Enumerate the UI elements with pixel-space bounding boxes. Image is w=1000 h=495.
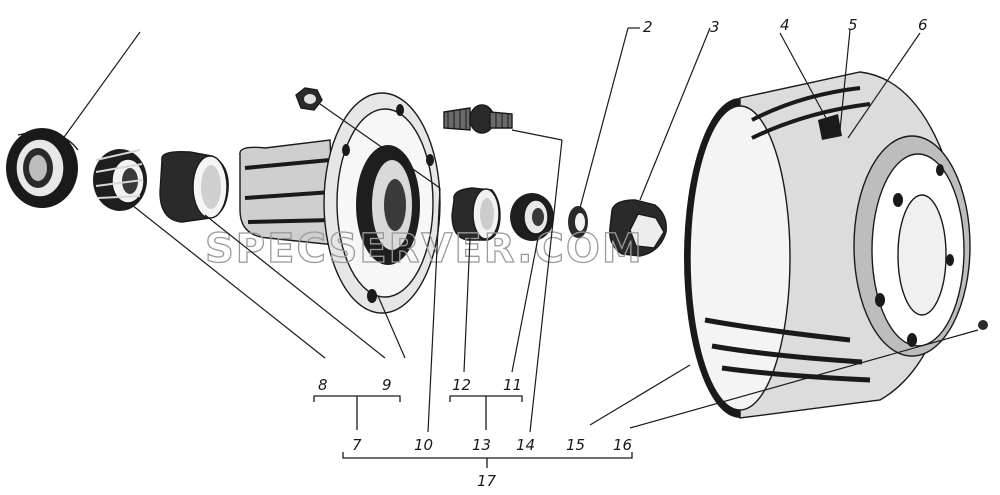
- callout-15: 15: [566, 436, 585, 454]
- washer-part: [568, 206, 588, 238]
- callout-2: 2: [643, 18, 653, 36]
- inner-race-part-12: [451, 187, 501, 241]
- callout-numbers: 2 3 4 5 6 8 9 12 11 7 10 13 14 15 16 17: [318, 16, 928, 490]
- hub-flange-part-10: [239, 92, 441, 314]
- bearing-race-part-9: [159, 150, 229, 223]
- callout-8: 8: [318, 376, 328, 394]
- callout-13: 13: [472, 436, 491, 454]
- callout-7: 7: [352, 436, 362, 454]
- brake-drum-part-15: [684, 71, 971, 419]
- seal-cup-part: [6, 128, 79, 208]
- callout-6: 6: [918, 16, 928, 34]
- callout-12: 12: [452, 376, 471, 394]
- leader-lines: [61, 27, 979, 433]
- hex-nut-part: [295, 87, 323, 111]
- callout-11: 11: [503, 376, 522, 394]
- callout-3: 3: [710, 18, 720, 36]
- wheel-stud-part-14: [443, 104, 513, 134]
- castle-nut-part-3: [609, 199, 667, 257]
- callout-10: 10: [414, 436, 433, 454]
- callout-17: 17: [477, 472, 497, 490]
- small-bearing-part-11: [510, 193, 554, 241]
- callout-9: 9: [382, 376, 392, 394]
- callout-4: 4: [780, 16, 790, 34]
- callout-5: 5: [848, 16, 858, 34]
- group-brackets: [313, 395, 633, 468]
- callout-14: 14: [516, 436, 535, 454]
- callout-16: 16: [613, 436, 632, 454]
- screw-part-16: [978, 320, 988, 330]
- watermark: SPECSERVER.COM: [205, 226, 644, 272]
- roller-bearing-part-8: [93, 149, 147, 211]
